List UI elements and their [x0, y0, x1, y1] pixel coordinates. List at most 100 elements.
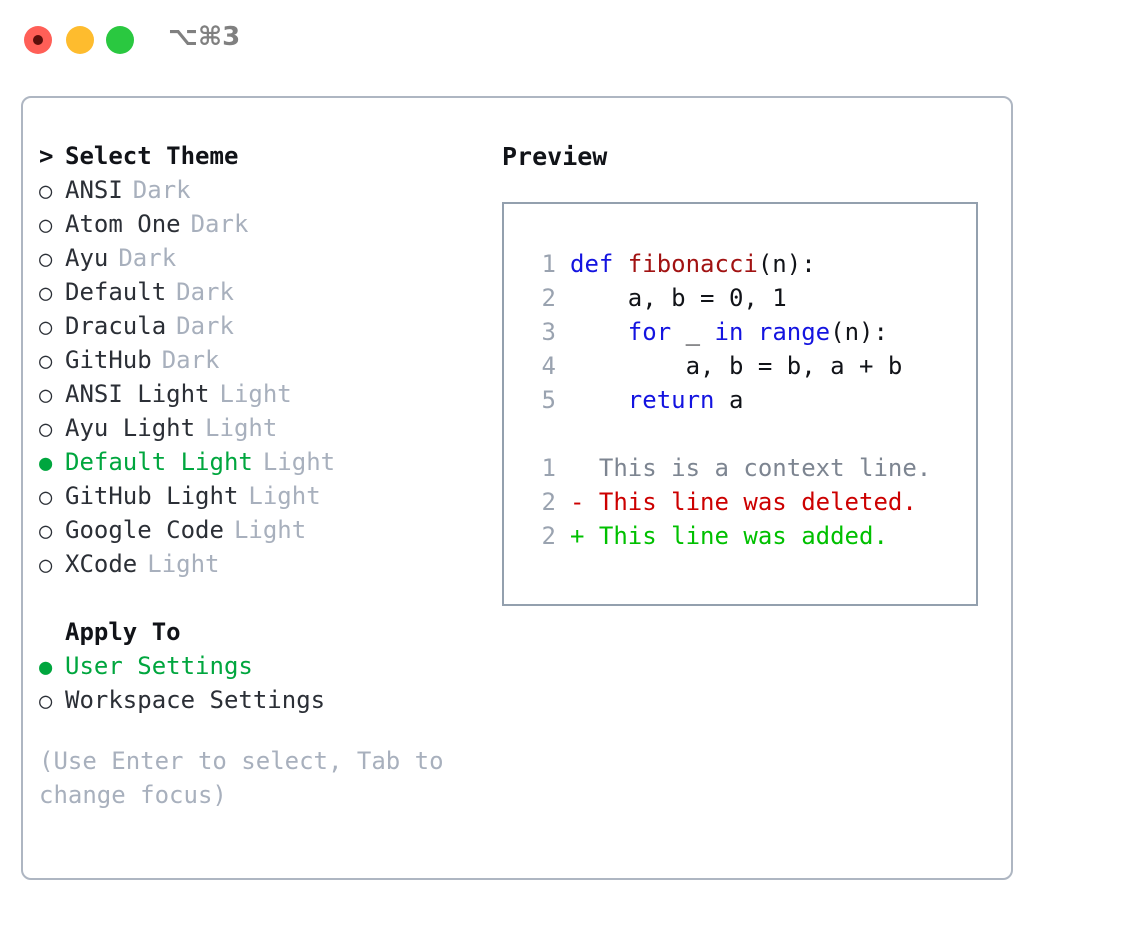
diff-line: 2 + This line was added.	[524, 522, 976, 556]
theme-option-variant-tag: Light	[262, 448, 336, 476]
theme-option-variant-tag: Dark	[176, 312, 234, 340]
code-line-number: 2	[541, 284, 556, 312]
radio-unselected-icon[interactable]: ○	[39, 553, 53, 578]
theme-option-variant-tag: Dark	[132, 176, 191, 204]
radio-selected-icon[interactable]: ●	[39, 451, 53, 476]
code-token: a, b = b, a + b	[570, 352, 903, 380]
diff-marker: -	[570, 488, 599, 516]
radio-unselected-icon[interactable]: ○	[39, 213, 53, 238]
code-token	[570, 318, 628, 346]
code-line-number: 1	[541, 250, 556, 278]
apply-to-indent	[39, 621, 65, 646]
radio-unselected-icon[interactable]: ○	[39, 349, 53, 374]
theme-option-name: Ayu Light	[65, 414, 196, 442]
theme-option-row[interactable]: ○ ANSI Dark	[39, 176, 509, 210]
apply-to-label: Apply To	[65, 618, 181, 646]
code-token: (n):	[830, 318, 888, 346]
radio-unselected-icon[interactable]: ○	[39, 281, 53, 306]
code-line: 5 return a	[524, 386, 976, 420]
apply-to-option-row[interactable]: ● User Settings	[39, 652, 509, 686]
theme-option-variant-tag: Light	[233, 516, 307, 544]
theme-option-variant-tag: Dark	[176, 278, 234, 306]
code-token: for	[627, 318, 672, 346]
preview-title: Preview	[502, 142, 608, 171]
code-token: range	[757, 318, 831, 346]
code-line: 4 a, b = b, a + b	[524, 352, 976, 386]
list-spacer	[39, 584, 509, 618]
radio-unselected-icon[interactable]: ○	[39, 689, 53, 714]
keyboard-hint-text: (Use Enter to select, Tab to change focu…	[39, 747, 444, 809]
theme-option-name: GitHub	[65, 346, 152, 374]
keyboard-shortcut-label: ⌥⌘3	[168, 22, 241, 52]
code-token: a, b = 0, 1	[570, 284, 787, 312]
theme-option-name: Atom One	[65, 210, 181, 238]
theme-option-row[interactable]: ○ Atom One Dark	[39, 210, 509, 244]
maximize-button[interactable]	[106, 26, 134, 54]
radio-unselected-icon[interactable]: ○	[39, 383, 53, 408]
caret-icon: >	[39, 142, 54, 170]
theme-option-row[interactable]: ● Default Light Light	[39, 448, 509, 482]
theme-option-row[interactable]: ○ Default Dark	[39, 278, 509, 312]
theme-option-row[interactable]: ○ Ayu Dark	[39, 244, 509, 278]
preview-gap	[524, 420, 976, 454]
diff-sample: 1 This is a context line.2- This line wa…	[524, 454, 976, 556]
theme-option-name: ANSI	[65, 176, 123, 204]
code-line-number: 3	[541, 318, 556, 346]
radio-unselected-icon[interactable]: ○	[39, 417, 53, 442]
select-theme-heading: > Select Theme	[39, 142, 509, 176]
radio-unselected-icon[interactable]: ○	[39, 519, 53, 544]
theme-option-name: Default	[65, 278, 167, 306]
diff-marker	[570, 454, 599, 482]
apply-to-option-label: User Settings	[65, 652, 253, 680]
apply-to-option-row[interactable]: ○ Workspace Settings	[39, 686, 509, 720]
apply-to-option-label: Workspace Settings	[65, 686, 326, 714]
radio-unselected-icon[interactable]: ○	[39, 179, 53, 204]
code-token: _	[671, 318, 715, 346]
theme-option-name: Dracula	[65, 312, 167, 340]
minimize-button[interactable]	[66, 26, 94, 54]
theme-option-variant-tag: Light	[219, 380, 292, 408]
theme-option-name: Ayu	[65, 244, 109, 272]
diff-line: 2- This line was deleted.	[524, 488, 976, 522]
theme-option-variant-tag: Light	[205, 414, 278, 442]
diff-text: This is a context line.	[598, 454, 932, 482]
theme-option-name: Default Light	[65, 448, 253, 476]
theme-option-row[interactable]: ○ Dracula Dark	[39, 312, 509, 346]
apply-to-option-list: ● User Settings ○ Workspace Settings	[39, 652, 509, 720]
code-token: in	[714, 318, 744, 346]
theme-option-variant-tag: Light	[147, 550, 220, 578]
radio-unselected-icon[interactable]: ○	[39, 315, 53, 340]
theme-option-variant-tag: Dark	[161, 346, 220, 374]
diff-line-number: 2	[541, 522, 556, 550]
theme-option-row[interactable]: ○ GitHub Dark	[39, 346, 509, 380]
diff-line: 1 This is a context line.	[524, 454, 976, 488]
diff-marker: +	[570, 522, 599, 550]
theme-option-row[interactable]: ○ Ayu Light Light	[39, 414, 509, 448]
select-theme-label: Select Theme	[65, 142, 239, 170]
code-line: 2 a, b = 0, 1	[524, 284, 976, 318]
diff-text: This line was added.	[598, 522, 888, 550]
window-titlebar: ⌥⌘3	[0, 0, 1140, 78]
code-token	[570, 386, 628, 414]
code-token: a	[714, 386, 744, 414]
theme-option-variant-tag: Dark	[118, 244, 177, 272]
code-token: return	[627, 386, 715, 414]
diff-line-number: 2	[541, 488, 556, 516]
theme-option-variant-tag: Dark	[190, 210, 249, 238]
radio-unselected-icon[interactable]: ○	[39, 247, 53, 272]
radio-unselected-icon[interactable]: ○	[39, 485, 53, 510]
code-token	[743, 318, 757, 346]
radio-selected-icon[interactable]: ●	[39, 655, 53, 680]
code-token: def	[570, 250, 628, 278]
code-line-number: 5	[541, 386, 556, 414]
